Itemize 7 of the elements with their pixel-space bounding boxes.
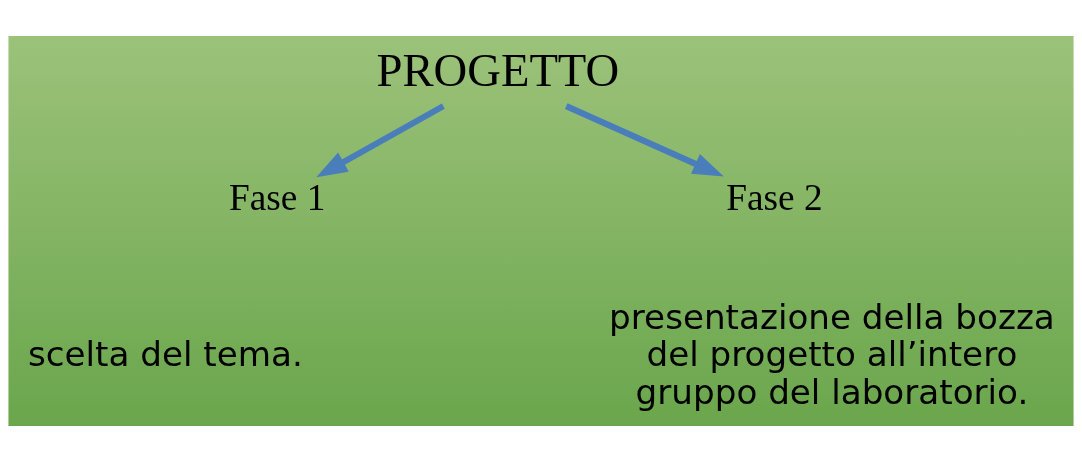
label: presentazione della bozza del progetto all’intero gruppo del laboratorio. xyxy=(609,296,1055,412)
node-text: Fase 1 xyxy=(229,176,326,218)
arrow xyxy=(316,102,445,177)
node-text: Fase 2 xyxy=(726,176,823,218)
arrow xyxy=(564,102,724,177)
node-text: PROGETTO xyxy=(376,43,620,96)
label: scelta del tema. xyxy=(27,333,303,374)
